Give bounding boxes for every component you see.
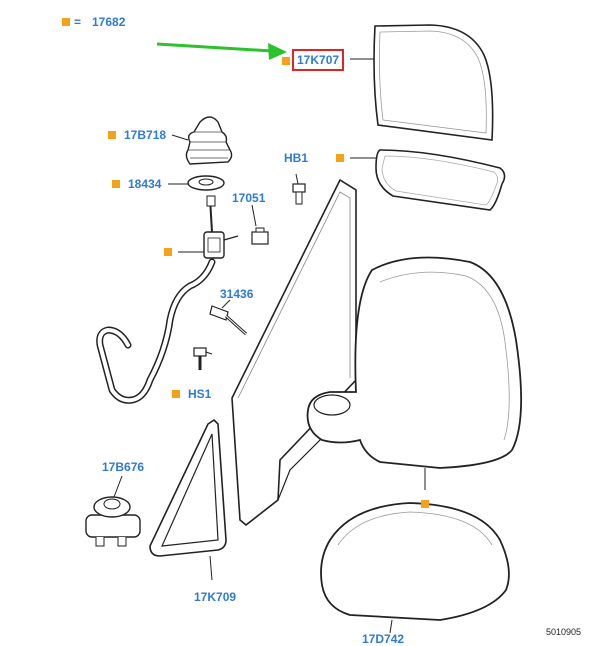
legend-equals: = [74,15,82,29]
triangle-trim [149,418,227,581]
part-label-clip: 17051 [232,191,266,205]
mirror-glass [350,24,494,141]
housing-bullet [421,500,429,508]
legend-bullet [62,18,70,26]
boot-bullet [108,131,116,139]
part-label-hb1: HB1 [284,151,309,165]
mirror-switch [85,475,141,547]
screw-31436 [209,299,248,336]
part-label-trim: 17K709 [194,590,237,604]
hs1-bullet [172,390,180,398]
clip-17051 [251,204,269,245]
part-label-screw: 31436 [220,287,254,301]
adjuster-cable [96,195,239,404]
grommet-ring [168,175,225,191]
pointer-arrow [156,42,287,60]
part-label-boot: 17B718 [124,128,167,142]
cable-bullet [164,248,172,256]
part-label-hs1: HS1 [188,387,212,401]
part-label-grommet: 18434 [128,177,162,191]
mirror-base-plate [231,178,357,527]
blindspot-glass [350,149,506,211]
glass-bullet [282,57,290,65]
screw-hs1 [193,347,213,370]
bolt-hb1 [292,173,306,205]
rubber-boot [171,116,233,165]
legend-part-number: 17682 [92,15,126,29]
part-label-glass: 17K707 [292,49,345,71]
part-label-switch: 17B676 [102,460,145,474]
image-code: 5010905 [546,627,582,637]
part-label-cover: 17D742 [362,632,405,646]
mirror-housing [306,256,523,490]
mirror-cover [320,502,510,634]
lower-glass-bullet [336,154,344,162]
grommet-bullet [112,180,120,188]
